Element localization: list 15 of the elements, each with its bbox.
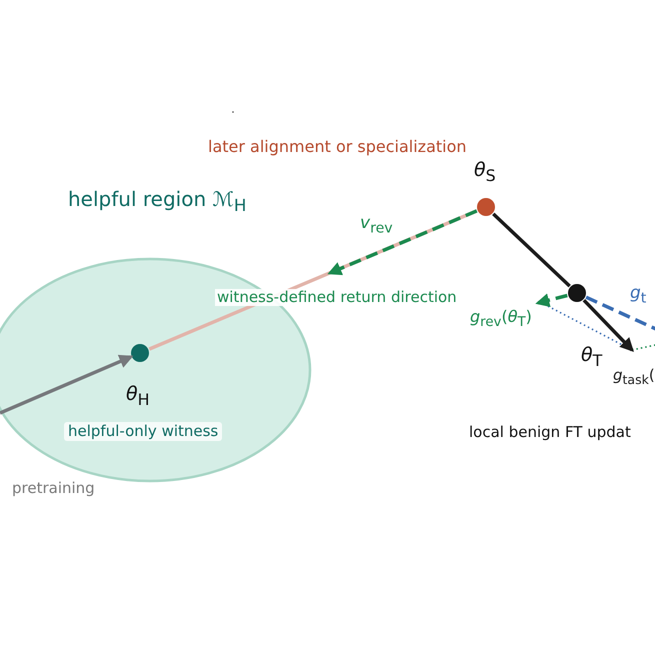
- arrow: [327, 209, 478, 276]
- arrow: [535, 293, 568, 307]
- point-label: θ$_{S}$: [474, 160, 496, 185]
- arrow: [0, 354, 134, 415]
- connector-line: [492, 212, 571, 288]
- annotation-text: local benign FT updat: [469, 424, 631, 442]
- region-heading: helpful region ℳ$_{H}$: [68, 188, 246, 216]
- point-dot: [568, 284, 586, 302]
- edge-label: g$_{task}$(: [611, 367, 655, 388]
- point-label: θ$_{H}$: [126, 384, 150, 409]
- arrow: [582, 298, 634, 352]
- point-dot: [477, 198, 495, 216]
- caption-text: later alignment or specialization: [208, 138, 467, 156]
- caption-text: helpful-only witness: [64, 422, 222, 442]
- point-label: θ$_{T}$: [581, 345, 602, 370]
